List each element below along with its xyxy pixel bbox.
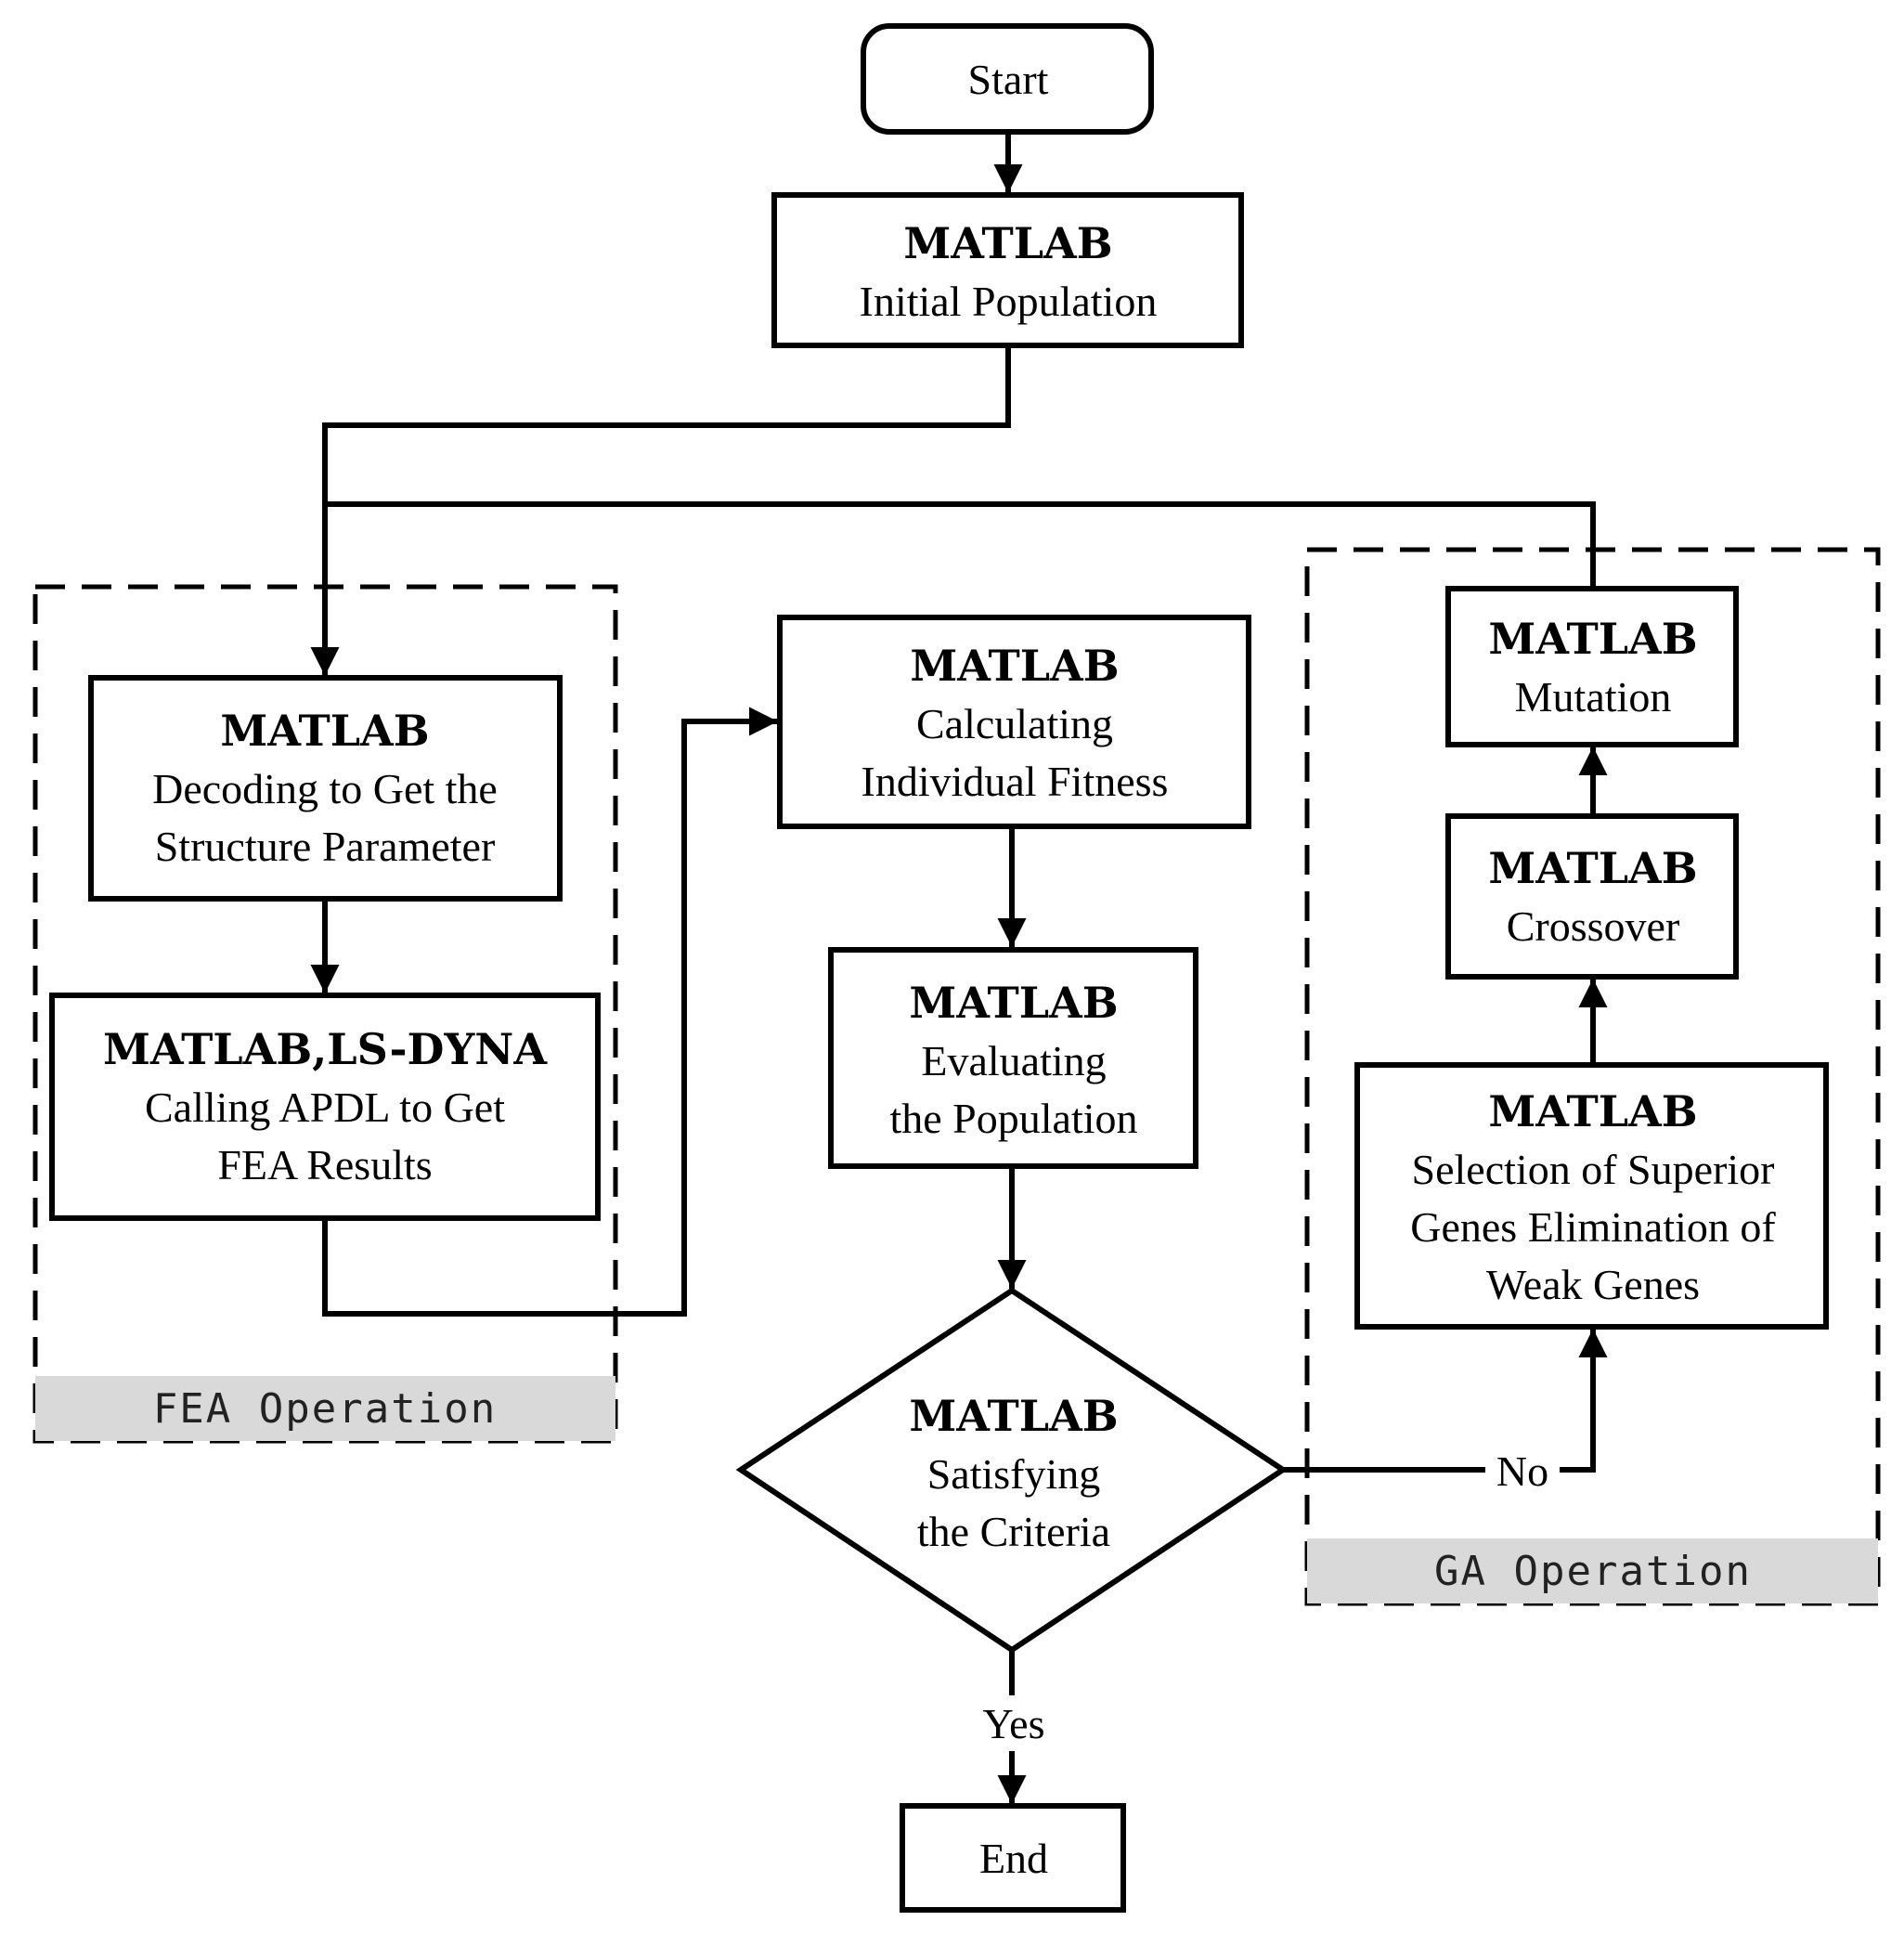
fitness-node: MATLAB Calculating Individual Fitness: [777, 615, 1251, 829]
decoding-text-line-2: Structure Parameter: [155, 823, 496, 870]
decoding-tool: MATLAB: [220, 706, 429, 756]
evaluate-text-line-2: the Population: [889, 1095, 1137, 1142]
crossover-tool: MATLAB: [1488, 843, 1697, 893]
edge-mutation-loop-back: [325, 501, 1596, 587]
decoding-node: MATLAB Decoding to Get the Structure Par…: [88, 675, 563, 902]
mutation-text: Mutation: [1515, 673, 1672, 720]
edge-fea-to-fitness: [322, 707, 778, 1317]
edge-criteria-no-to-selection: [1283, 1329, 1608, 1473]
fea-calling-text-line-1: Calling APDL to Get: [145, 1084, 505, 1131]
decoding-text-line-1: Decoding to Get the: [152, 765, 498, 812]
initial-population-text: Initial Population: [860, 278, 1158, 325]
criteria-decision-node: MATLAB Satisfying the Criteria: [735, 1287, 1289, 1654]
end-node: End: [900, 1803, 1126, 1913]
evaluate-text-line-1: Evaluating: [921, 1037, 1106, 1084]
evaluate-node: MATLAB Evaluating the Population: [828, 947, 1198, 1169]
initial-population-tool: MATLAB: [903, 218, 1112, 268]
evaluate-tool: MATLAB: [909, 978, 1118, 1028]
selection-node: MATLAB Selection of Superior Genes Elimi…: [1354, 1062, 1829, 1330]
fea-operation-label: FEA Operation: [153, 1385, 497, 1433]
fitness-text-line-2: Individual Fitness: [861, 758, 1169, 805]
no-label: No: [1496, 1447, 1548, 1495]
yes-label: Yes: [983, 1700, 1045, 1747]
selection-text-line-3: Weak Genes: [1486, 1261, 1700, 1308]
initial-population-node: MATLAB Initial Population: [771, 192, 1244, 348]
mutation-tool: MATLAB: [1488, 614, 1697, 664]
fea-calling-node: MATLAB,LS-DYNA Calling APDL to Get FEA R…: [49, 993, 601, 1221]
mutation-node: MATLAB Mutation: [1445, 586, 1739, 747]
fitness-text-line-1: Calculating: [916, 700, 1113, 747]
selection-text-line-2: Genes Elimination of: [1410, 1203, 1776, 1251]
connectors: [310, 132, 1608, 1804]
end-label: End: [979, 1835, 1048, 1882]
edge-init-to-decode: [310, 345, 1011, 676]
start-node: Start: [861, 23, 1154, 135]
fea-calling-text-line-2: FEA Results: [217, 1141, 432, 1188]
fitness-tool: MATLAB: [910, 641, 1119, 691]
criteria-text-line-2: the Criteria: [917, 1508, 1110, 1555]
criteria-tool: MATLAB: [909, 1391, 1118, 1441]
ga-operation-label-bar: [1307, 1538, 1878, 1603]
ga-operation-group: GA Operation: [1304, 547, 1881, 1606]
fea-calling-tool: MATLAB,LS-DYNA: [103, 1024, 548, 1074]
selection-tool: MATLAB: [1488, 1086, 1697, 1136]
ga-operation-label: GA Operation: [1434, 1548, 1752, 1595]
fea-operation-label-bar: [35, 1376, 615, 1441]
criteria-text-line-1: Satisfying: [927, 1450, 1101, 1498]
crossover-text: Crossover: [1507, 902, 1680, 950]
fea-operation-group: FEA Operation: [32, 584, 618, 1444]
start-label: Start: [968, 56, 1049, 103]
crossover-node: MATLAB Crossover: [1445, 813, 1739, 980]
selection-text-line-1: Selection of Superior: [1412, 1146, 1775, 1193]
